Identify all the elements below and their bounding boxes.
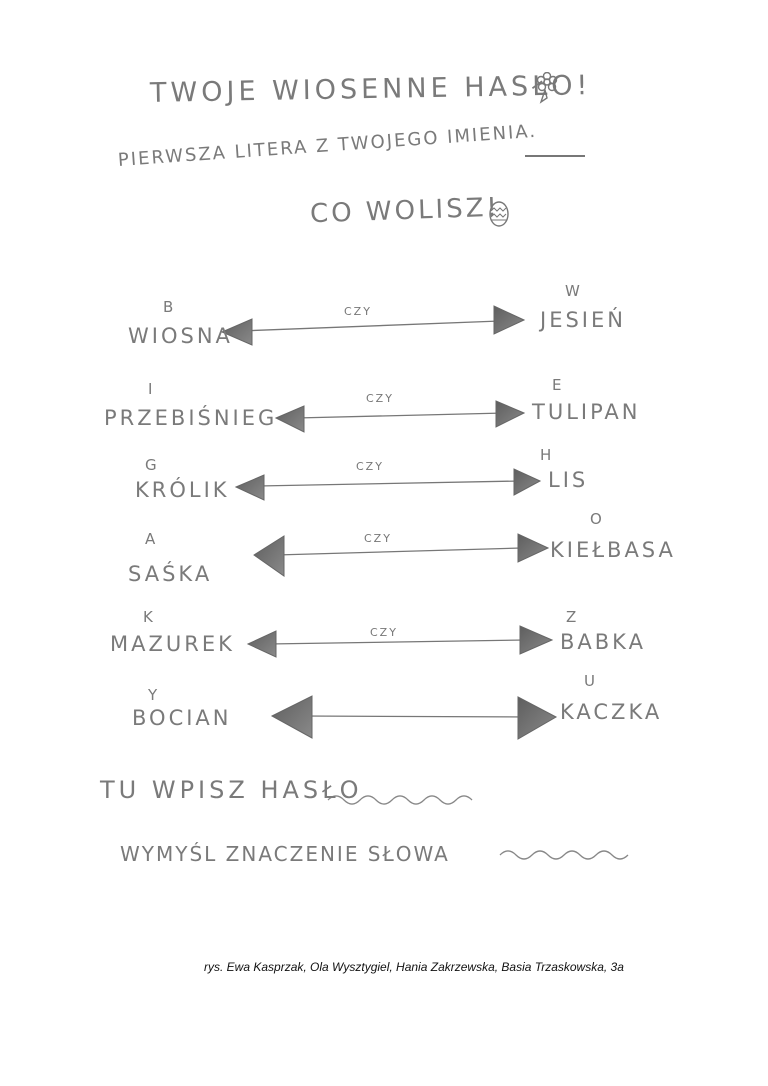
meaning-squiggle	[499, 850, 629, 860]
answer-label: TU WPISZ HASŁO	[100, 776, 363, 804]
left-letter: G	[145, 456, 157, 474]
arrow-row-3	[234, 468, 542, 501]
left-letter: K	[143, 608, 153, 626]
arrow-row-2	[274, 400, 526, 433]
left-word: WIOSNA	[128, 324, 233, 348]
right-word: KIEŁBASA	[550, 538, 676, 562]
left-word: BOCIAN	[132, 706, 232, 730]
czy-label: CZY	[366, 392, 394, 405]
czy-label: CZY	[370, 626, 398, 639]
answer-squiggle	[327, 795, 473, 805]
left-letter: A	[145, 530, 156, 548]
right-letter: E	[552, 376, 562, 394]
arrow-row-6	[270, 695, 558, 740]
right-word: TULIPAN	[532, 400, 641, 424]
right-letter: U	[584, 672, 595, 690]
arrow-row-4	[253, 533, 550, 577]
czy-label: CZY	[344, 305, 372, 318]
arrow-row-1	[220, 305, 526, 346]
right-letter: O	[590, 510, 602, 528]
right-letter: W	[565, 282, 580, 300]
czy-label: CZY	[364, 532, 392, 545]
czy-label: CZY	[356, 460, 384, 473]
right-word: KACZKA	[560, 700, 663, 724]
right-word: BABKA	[560, 630, 646, 654]
right-word: LIS	[548, 468, 589, 492]
name-letter-blank-line	[525, 155, 585, 157]
right-word: JESIEŃ	[540, 308, 626, 332]
left-letter: Y	[148, 686, 158, 704]
right-letter: H	[540, 446, 552, 464]
left-letter: B	[163, 298, 174, 316]
flower-icon	[536, 72, 558, 104]
credit-line: rys. Ewa Kasprzak, Ola Wysztygiel, Hania…	[204, 960, 624, 974]
arrow-row-5	[246, 625, 554, 658]
easter-egg-icon	[489, 201, 509, 227]
left-letter: I	[148, 380, 153, 398]
meaning-label: WYMYŚL ZNACZENIE SŁOWA	[120, 842, 450, 866]
right-letter: Z	[566, 608, 577, 626]
left-word: KRÓLIK	[135, 478, 230, 502]
left-word: PRZEBIŚNIEG	[104, 406, 278, 430]
left-word: SAŚKA	[128, 562, 213, 586]
left-word: MAZUREK	[110, 632, 235, 656]
